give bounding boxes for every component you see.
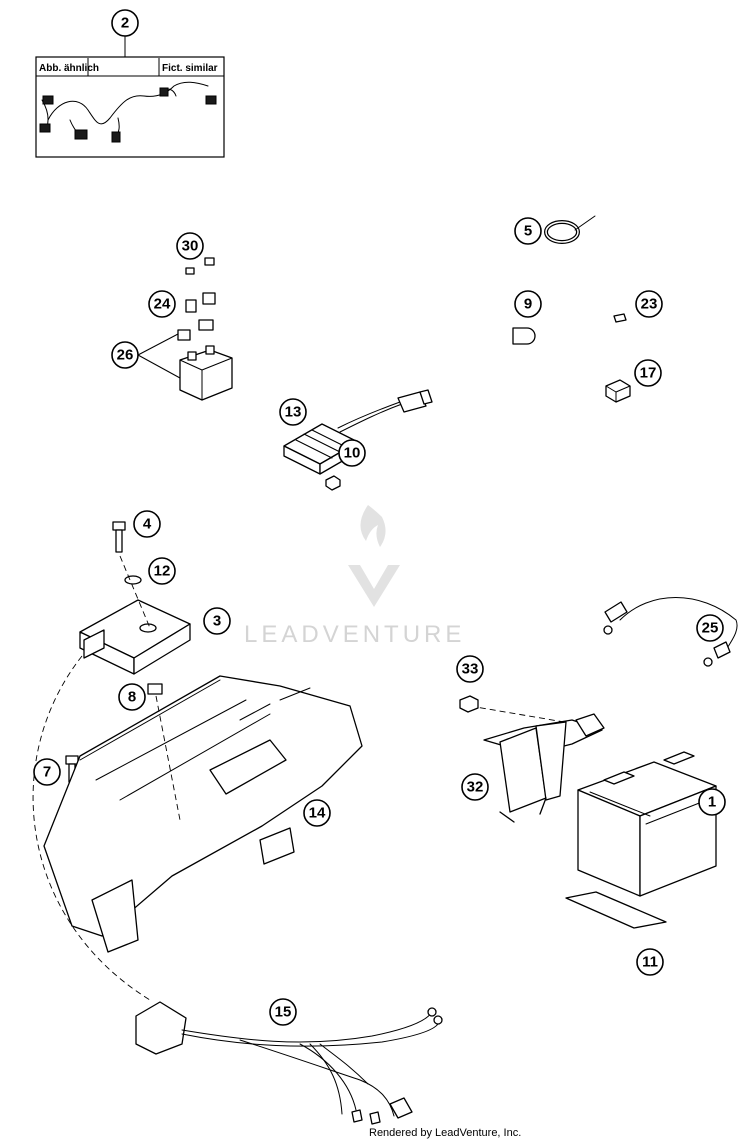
callout-15: 15 xyxy=(269,998,297,1026)
callout-10: 10 xyxy=(338,439,366,467)
part-25-battery-cable xyxy=(603,597,738,667)
callout-14: 14 xyxy=(303,799,331,827)
part-24-fuses xyxy=(185,292,216,313)
callout-11: 11 xyxy=(636,948,664,976)
svg-text:33: 33 xyxy=(462,661,479,678)
callout-26: 26 xyxy=(111,341,139,369)
svg-text:10: 10 xyxy=(344,445,361,462)
callout-24: 24 xyxy=(148,290,176,318)
svg-text:2: 2 xyxy=(121,15,129,32)
leader-lines xyxy=(124,35,181,379)
svg-text:9: 9 xyxy=(524,296,532,313)
inset-label-left: Abb. ähnlich xyxy=(39,63,99,74)
part-11-pad xyxy=(565,891,667,929)
part-5-cable-tie xyxy=(544,215,596,244)
callout-33: 33 xyxy=(456,655,484,683)
svg-text:30: 30 xyxy=(182,238,199,255)
part-1-battery xyxy=(577,751,717,897)
svg-text:17: 17 xyxy=(640,365,657,382)
svg-text:5: 5 xyxy=(524,223,532,240)
part-12-washer xyxy=(124,575,142,585)
callout-32: 32 xyxy=(461,773,489,801)
inset-box: Abb. ähnlich Fict. similar xyxy=(35,56,225,158)
part-33-nut xyxy=(459,695,479,713)
callout-5: 5 xyxy=(514,217,542,245)
svg-text:14: 14 xyxy=(309,805,326,822)
svg-text:4: 4 xyxy=(143,516,152,533)
callout-17: 17 xyxy=(634,359,662,387)
part-3-control-unit xyxy=(79,599,191,675)
callout-8: 8 xyxy=(118,683,146,711)
callout-1: 1 xyxy=(698,788,726,816)
callout-30: 30 xyxy=(176,232,204,260)
svg-text:26: 26 xyxy=(117,347,134,364)
svg-text:3: 3 xyxy=(213,613,221,630)
assembly-line-left xyxy=(32,655,151,1001)
callout-3: 3 xyxy=(203,607,231,635)
svg-text:12: 12 xyxy=(154,563,171,580)
part-23-clip xyxy=(613,313,627,323)
svg-text:23: 23 xyxy=(641,296,658,313)
callout-9: 9 xyxy=(514,290,542,318)
callout-4: 4 xyxy=(133,510,161,538)
callout-2: 2 xyxy=(111,9,139,37)
part-14-housing xyxy=(43,675,363,953)
svg-text:32: 32 xyxy=(467,779,484,796)
part-26-starter-relay xyxy=(177,319,233,401)
callout-12: 12 xyxy=(148,557,176,585)
footer-credit: Rendered by LeadVenture, Inc. xyxy=(369,1127,522,1139)
part-4-bolt xyxy=(112,521,126,553)
part-8-grommet xyxy=(147,683,163,695)
assembly-line-nut xyxy=(469,705,577,725)
svg-text:7: 7 xyxy=(43,764,51,781)
svg-text:25: 25 xyxy=(702,620,719,637)
watermark-text: LEADVENTURE xyxy=(244,621,465,648)
part-10-bolt xyxy=(325,475,341,491)
svg-text:1: 1 xyxy=(708,794,716,811)
svg-text:15: 15 xyxy=(275,1004,292,1021)
svg-text:13: 13 xyxy=(285,404,302,421)
assembly-line-mid xyxy=(119,555,181,821)
leadventure-watermark: LEADVENTURE xyxy=(244,505,465,648)
part-17-connector xyxy=(605,379,631,403)
svg-text:11: 11 xyxy=(642,954,658,971)
part-15-wiring-harness xyxy=(135,1001,443,1125)
callout-7: 7 xyxy=(33,758,61,786)
part-30-nuts xyxy=(185,257,215,275)
part-32-battery-holder xyxy=(483,713,605,823)
svg-text:24: 24 xyxy=(154,296,171,313)
callout-25: 25 xyxy=(696,614,724,642)
part-9-clip xyxy=(512,327,536,345)
callout-13: 13 xyxy=(279,398,307,426)
svg-text:8: 8 xyxy=(128,689,136,706)
inset-label-right: Fict. similar xyxy=(162,63,218,74)
callout-23: 23 xyxy=(635,290,663,318)
